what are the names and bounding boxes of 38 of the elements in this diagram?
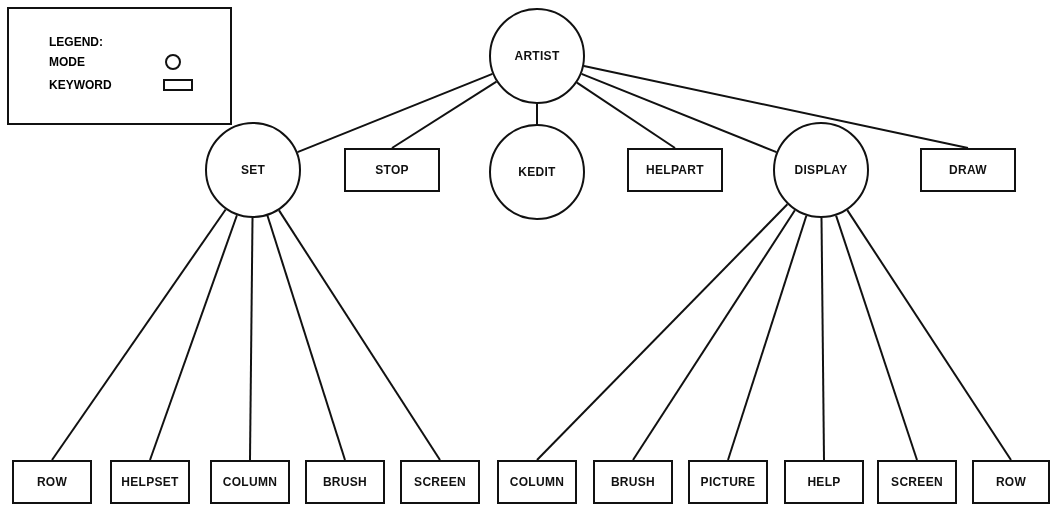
mode-circle: SET bbox=[205, 122, 301, 218]
keyword-box: HELP bbox=[784, 460, 864, 504]
keyword-box: SCREEN bbox=[877, 460, 957, 504]
connector-line bbox=[632, 209, 796, 461]
keyword-box: SCREEN bbox=[400, 460, 480, 504]
keyword-box: COLUMN bbox=[210, 460, 290, 504]
connector-line bbox=[835, 214, 918, 461]
keyword-box: BRUSH bbox=[305, 460, 385, 504]
keyword-box: HELPART bbox=[627, 148, 723, 192]
keyword-box: ROW bbox=[12, 460, 92, 504]
keyword-box: COLUMN bbox=[497, 460, 577, 504]
connector-line bbox=[727, 214, 808, 461]
connector-line bbox=[846, 209, 1012, 461]
keyword-box: HELPSET bbox=[110, 460, 190, 504]
connector-line bbox=[536, 203, 789, 461]
connector-line bbox=[249, 217, 254, 461]
connector-line bbox=[391, 80, 498, 149]
keyword-box: STOP bbox=[344, 148, 440, 192]
keyword-box: ROW bbox=[972, 460, 1050, 504]
keyword-box: DRAW bbox=[920, 148, 1016, 192]
connector-line bbox=[575, 81, 676, 149]
keyword-box: PICTURE bbox=[688, 460, 768, 504]
connector-line bbox=[266, 214, 346, 461]
connector-line bbox=[51, 208, 227, 461]
connector-line bbox=[536, 103, 538, 125]
mode-circle: KEDIT bbox=[489, 124, 585, 220]
connector-line bbox=[580, 72, 778, 154]
legend-title: LEGEND: bbox=[49, 35, 103, 49]
legend-text: KEYWORD bbox=[49, 78, 112, 92]
connector-line bbox=[278, 209, 441, 461]
keyword-box: BRUSH bbox=[593, 460, 673, 504]
connector-line bbox=[149, 214, 238, 461]
mode-circle: ARTIST bbox=[489, 8, 585, 104]
connector-line bbox=[582, 65, 969, 149]
connector-line bbox=[296, 72, 494, 154]
legend-text: MODE bbox=[49, 55, 85, 69]
connector-line bbox=[820, 217, 825, 461]
mode-circle: DISPLAY bbox=[773, 122, 869, 218]
